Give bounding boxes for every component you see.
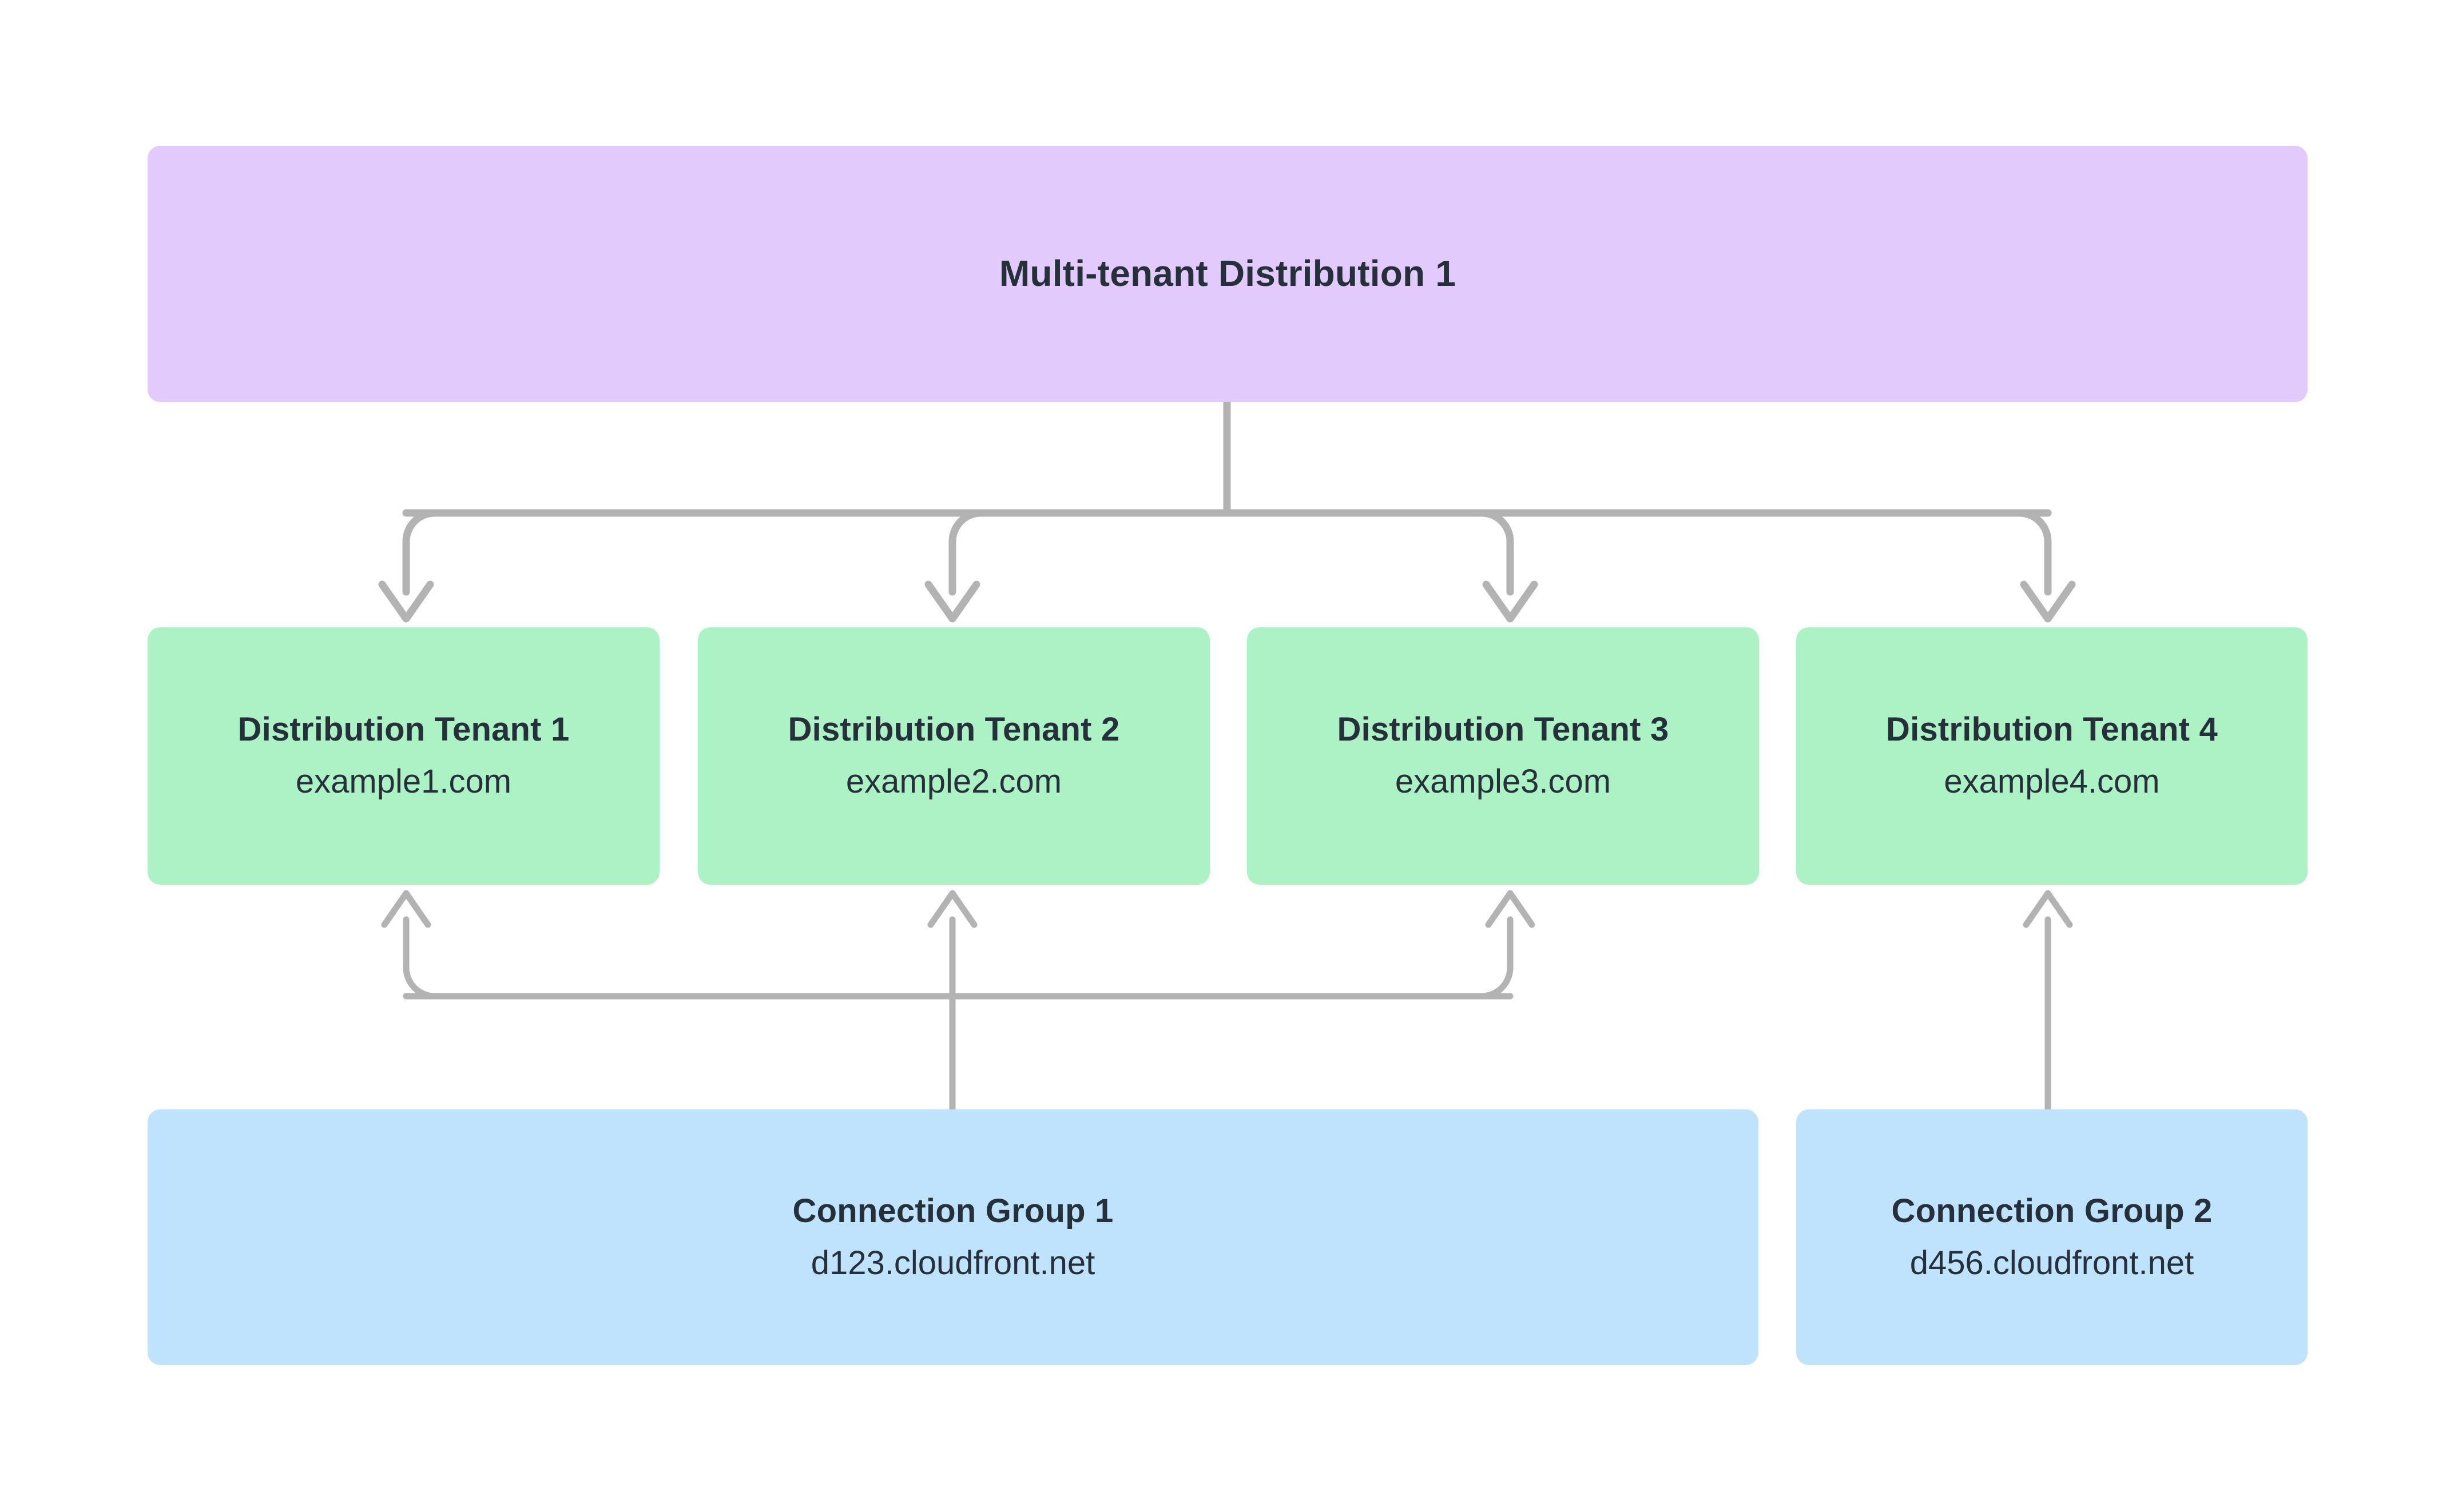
node-connection-group-1[interactable]: Connection Group 1 d123.cloudfront.net bbox=[148, 1109, 1758, 1365]
edge-drop-3 bbox=[1223, 509, 1514, 596]
edge-distribution-to-tenants bbox=[402, 398, 2052, 596]
tenant-2-title: Distribution Tenant 2 bbox=[788, 711, 1120, 749]
edge-drop-2 bbox=[948, 509, 1231, 596]
tenant-1-domain: example1.com bbox=[295, 763, 512, 800]
tenant-1-title: Distribution Tenant 1 bbox=[237, 711, 570, 749]
connection-group-2-domain: d456.cloudfront.net bbox=[1909, 1244, 2194, 1282]
node-multi-tenant-distribution[interactable]: Multi-tenant Distribution 1 bbox=[148, 146, 2308, 402]
node-distribution-tenant-4[interactable]: Distribution Tenant 4 example4.com bbox=[1796, 627, 2308, 885]
root-node-title: Multi-tenant Distribution 1 bbox=[999, 253, 1456, 295]
edge-cgroup1-to-tenants bbox=[403, 916, 1514, 1113]
edge-drop-1 bbox=[402, 509, 1231, 596]
node-connection-group-2[interactable]: Connection Group 2 d456.cloudfront.net bbox=[1796, 1109, 2308, 1365]
arrowhead-tenant-1-icon bbox=[378, 580, 434, 623]
arrowhead-up-tenant-3-icon bbox=[1485, 890, 1535, 928]
tenant-4-domain: example4.com bbox=[1944, 763, 2160, 800]
tenant-3-title: Distribution Tenant 3 bbox=[1337, 711, 1669, 749]
tenant-3-domain: example3.com bbox=[1395, 763, 1611, 800]
arrowhead-up-tenant-2-icon bbox=[927, 890, 978, 928]
node-distribution-tenant-1[interactable]: Distribution Tenant 1 example1.com bbox=[148, 627, 660, 885]
node-distribution-tenant-3[interactable]: Distribution Tenant 3 example3.com bbox=[1247, 627, 1759, 885]
tenant-2-domain: example2.com bbox=[845, 763, 1062, 800]
edge-drop-4 bbox=[1223, 509, 2052, 596]
arrowhead-tenant-3-icon bbox=[1482, 580, 1538, 623]
edge-rise-3 bbox=[949, 916, 1514, 1000]
edge-rise-1 bbox=[403, 916, 956, 1000]
arrowhead-up-tenant-1-icon bbox=[381, 890, 431, 928]
arrowhead-tenant-4-icon bbox=[2020, 580, 2076, 623]
edge-arrowheads-up bbox=[381, 890, 2073, 928]
edge-arrowheads-down bbox=[378, 580, 2076, 623]
node-distribution-tenant-2[interactable]: Distribution Tenant 2 example2.com bbox=[698, 627, 1210, 885]
arrowhead-tenant-2-icon bbox=[924, 580, 980, 623]
connection-group-1-domain: d123.cloudfront.net bbox=[811, 1244, 1095, 1282]
connection-group-2-title: Connection Group 2 bbox=[1891, 1192, 2213, 1230]
tenant-4-title: Distribution Tenant 4 bbox=[1886, 711, 2218, 749]
connection-group-1-title: Connection Group 1 bbox=[792, 1192, 1114, 1230]
arrowhead-up-tenant-4-icon bbox=[2023, 890, 2073, 928]
